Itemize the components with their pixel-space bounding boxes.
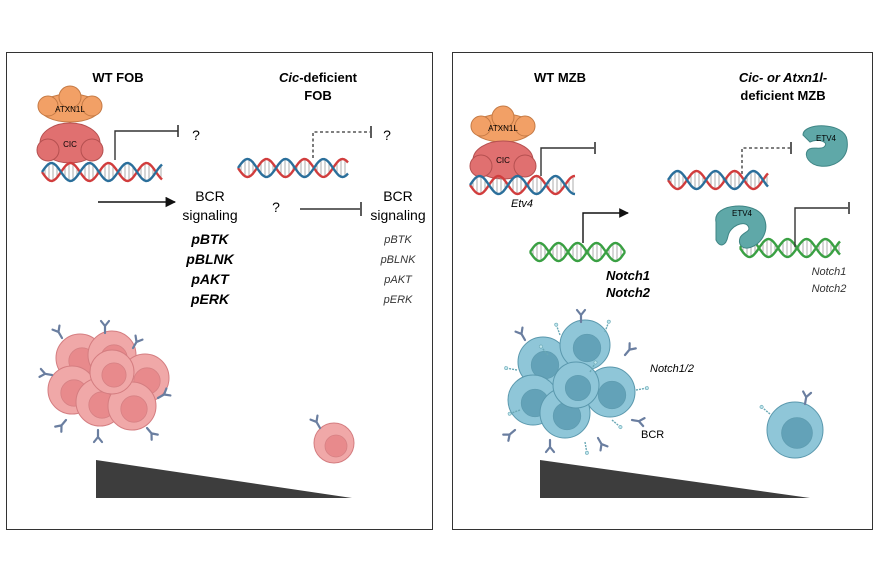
receptor-icon xyxy=(504,366,518,371)
etv4-protein: ETV4 xyxy=(802,125,848,167)
etv4-protein-label: ETV4 xyxy=(816,134,837,143)
antibody-icon xyxy=(630,417,646,428)
notch2-gene-wt: Notch2 xyxy=(606,285,651,300)
antibody-icon xyxy=(54,418,68,433)
antibody-icon xyxy=(131,334,144,350)
antibody-icon xyxy=(145,426,159,441)
dashed-inhibition-arrow-icon xyxy=(312,131,370,158)
antibody-icon xyxy=(51,324,64,340)
receptor-icon xyxy=(635,386,649,391)
right-title-deficient-line1: Cic- or Atxn1l- xyxy=(739,70,827,85)
left-title-deficient: Cic-deficient xyxy=(279,70,358,85)
etv4-gene-label: Etv4 xyxy=(511,198,533,210)
abundance-wedge xyxy=(540,460,810,498)
bcr-label-wt: BCR xyxy=(195,188,225,204)
left-title-deficient-line2: FOB xyxy=(304,88,331,103)
antibody-icon xyxy=(575,308,587,324)
antibody-icon xyxy=(92,428,104,444)
antibody-icon xyxy=(802,390,813,406)
etv4-protein-bound: ETV4 xyxy=(715,205,767,249)
receptor-icon xyxy=(759,405,771,415)
antibody-icon xyxy=(156,387,172,400)
question-mark-wt: ? xyxy=(192,127,200,143)
dashed-activation-arrow-icon xyxy=(741,147,790,174)
right-title-deficient-line2: deficient MZB xyxy=(740,88,825,103)
cic-label-right: CIC xyxy=(496,156,510,165)
mzb-single-cell xyxy=(759,390,824,459)
cic-label: CIC xyxy=(63,140,77,149)
question-mark-deficient: ? xyxy=(383,127,391,143)
cic-protein: CIC xyxy=(469,140,537,180)
cic-protein: CIC xyxy=(36,122,104,164)
receptor-icon xyxy=(604,319,611,333)
signaling-label-deficient: signaling xyxy=(370,207,425,223)
activation-arrow-icon xyxy=(794,207,848,247)
marker-pbtk-deficient: pBTK xyxy=(383,234,412,246)
inhibition-arrow-icon xyxy=(114,130,178,160)
signaling-label-wt: signaling xyxy=(182,207,237,223)
atxn1l-protein: ATXN1L xyxy=(37,85,103,123)
dna-helix-icon xyxy=(529,241,626,263)
dna-helix-icon xyxy=(41,161,163,183)
inhibition-arrow-icon xyxy=(540,147,594,176)
dna-helix-icon xyxy=(237,157,349,179)
antibody-icon xyxy=(502,428,517,442)
fob-single-cell xyxy=(309,414,355,464)
marker-pblnk-wt: pBLNK xyxy=(185,251,234,267)
notch-receptor-label: Notch1/2 xyxy=(650,363,694,375)
fob-cell-cluster xyxy=(38,319,172,444)
question-mark-bcr: ? xyxy=(272,199,280,215)
antibody-icon xyxy=(544,438,556,454)
etv4-bound-label: ETV4 xyxy=(732,209,753,218)
notch2-gene-deficient: Notch2 xyxy=(812,283,847,295)
activation-arrow-icon xyxy=(582,208,629,243)
mzb-cell-cluster xyxy=(502,308,649,455)
receptor-icon xyxy=(554,322,561,336)
bcr-receptor-label: BCR xyxy=(641,429,664,441)
left-title-deficient-gene: Cic xyxy=(279,70,300,85)
receptor-icon xyxy=(584,441,589,455)
antibody-icon xyxy=(514,326,527,342)
dna-helix-icon xyxy=(667,169,769,191)
marker-pakt-wt: pAKT xyxy=(190,271,230,287)
marker-pbtk-wt: pBTK xyxy=(190,231,229,247)
atxn1l-label: ATXN1L xyxy=(55,105,85,114)
notch1-gene-deficient: Notch1 xyxy=(812,266,847,278)
atxn1l-protein: ATXN1L xyxy=(470,105,536,143)
antibody-icon xyxy=(38,367,54,378)
marker-pblnk-deficient: pBLNK xyxy=(380,254,417,266)
notch1-gene-wt: Notch1 xyxy=(606,268,650,283)
receptor-icon xyxy=(539,344,549,356)
antibody-icon xyxy=(623,342,637,357)
dna-helix-icon xyxy=(469,174,576,196)
left-title-wt: WT FOB xyxy=(92,70,143,85)
right-title-wt: WT MZB xyxy=(534,70,586,85)
left-title-deficient-suffix: -deficient xyxy=(299,70,357,85)
antibody-icon xyxy=(99,319,111,335)
marker-perk-deficient: pERK xyxy=(383,294,413,306)
marker-perk-wt: pERK xyxy=(190,291,230,307)
antibody-icon xyxy=(596,436,609,452)
marker-pakt-deficient: pAKT xyxy=(383,274,413,286)
bcr-label-deficient: BCR xyxy=(383,188,413,204)
atxn1l-label-right: ATXN1L xyxy=(488,124,518,133)
abundance-wedge xyxy=(96,460,352,498)
antibody-icon xyxy=(309,414,322,430)
receptor-icon xyxy=(611,419,623,429)
